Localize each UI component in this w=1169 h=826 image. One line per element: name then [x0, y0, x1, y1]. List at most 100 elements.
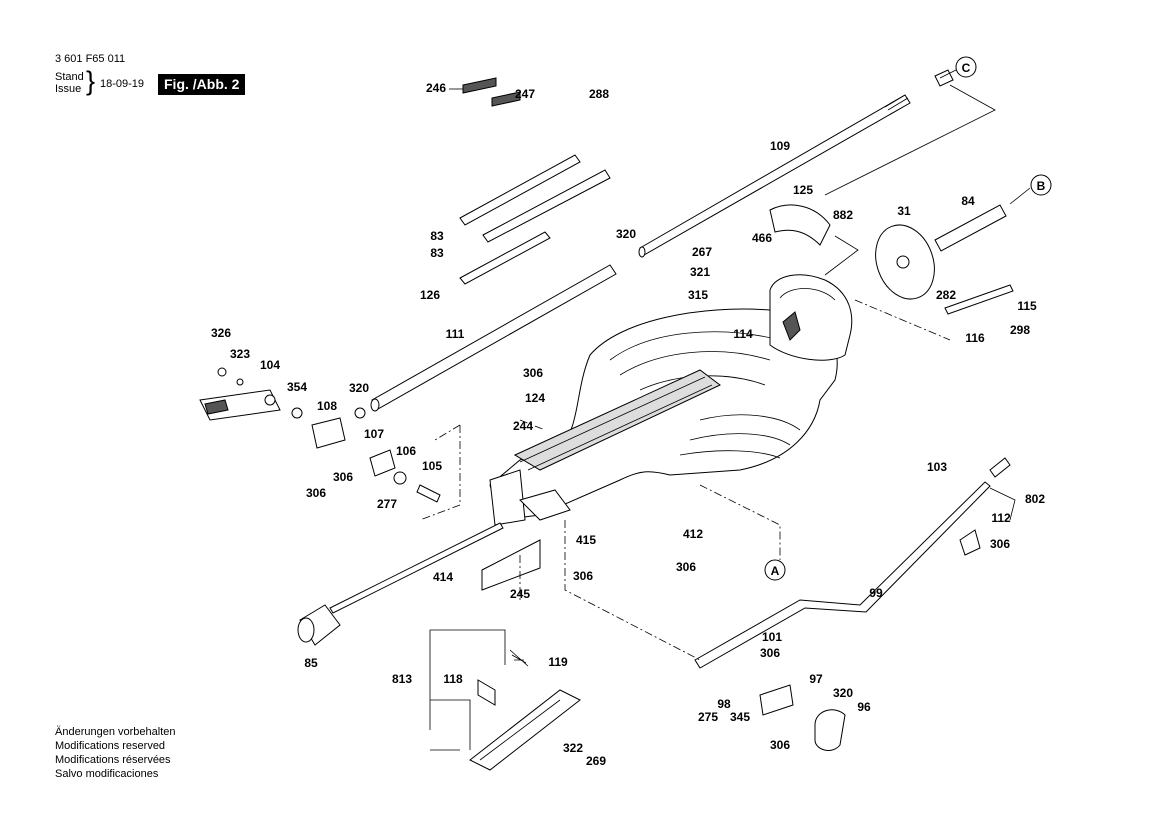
note-de: Änderungen vorbehalten — [55, 726, 176, 738]
part-label-415: 415 — [576, 533, 596, 547]
callout-a-label: A — [771, 564, 780, 578]
sleeve-c — [934, 69, 954, 87]
note-fr: Modifications réservées — [55, 754, 171, 766]
callout-c — [955, 56, 977, 78]
part-label-115: 115 — [1017, 299, 1037, 313]
part-label-282: 282 — [936, 288, 956, 302]
part-label-109: 109 — [770, 139, 790, 153]
part-label-322: 322 — [563, 741, 583, 755]
rod-414 — [329, 522, 504, 614]
callout-b — [1030, 174, 1052, 196]
rail-rod-109 — [638, 94, 911, 258]
part-label-125: 125 — [793, 183, 813, 197]
part-label-802: 802 — [1025, 492, 1045, 506]
washer-320 — [354, 407, 366, 419]
bracket-112 — [959, 529, 981, 556]
spring-119 — [509, 649, 529, 667]
washer-323 — [236, 378, 244, 386]
part-label-245: 245 — [510, 587, 530, 601]
clamp-108 — [311, 417, 346, 449]
part-label-306: 306 — [306, 486, 326, 500]
part-label-267: 267 — [692, 245, 712, 259]
washer-354 — [291, 407, 303, 419]
part-label-31: 31 — [897, 204, 911, 218]
part-label-116: 116 — [965, 331, 985, 345]
part-label-103: 103 — [927, 460, 947, 474]
part-label-83: 83 — [430, 246, 444, 260]
part-label-306: 306 — [676, 560, 696, 574]
part-label-306: 306 — [990, 537, 1010, 551]
scale-125 — [769, 204, 831, 246]
label-247 — [491, 91, 521, 107]
part-label-119: 119 — [548, 655, 568, 669]
part-label-111: 111 — [446, 327, 465, 341]
figure-badge: Fig. /Abb. 2 — [158, 74, 246, 95]
part-label-813: 813 — [392, 672, 412, 686]
callout-b-label: B — [1037, 179, 1046, 193]
part-label-101: 101 — [762, 630, 782, 644]
base-assembly — [489, 274, 853, 526]
part-label-275: 275 — [698, 710, 718, 724]
shaft-84 — [934, 204, 1007, 252]
part-label-244: 244 — [513, 419, 533, 433]
note-en: Modifications reserved — [55, 740, 166, 752]
brace-glyph: } — [86, 66, 96, 96]
plate-126 — [459, 231, 551, 285]
part-label-118: 118 — [443, 672, 463, 686]
part-label-104: 104 — [260, 358, 280, 372]
part-label-126: 126 — [420, 288, 440, 302]
part-label-298: 298 — [1010, 323, 1030, 337]
bracket-97 — [759, 684, 794, 716]
nut-326 — [217, 367, 227, 377]
rail-rod-111 — [370, 264, 617, 412]
part-label-321: 321 — [690, 265, 710, 279]
part-label-288: 288 — [589, 87, 609, 101]
part-label-320: 320 — [349, 381, 369, 395]
part-label-306: 306 — [760, 646, 780, 660]
callout-c-label: C — [962, 61, 971, 75]
part-label-83: 83 — [430, 229, 444, 243]
issue-label: Issue — [55, 83, 82, 95]
part-label-112: 112 — [991, 511, 1011, 525]
handle-assembly-813 — [469, 689, 581, 771]
part-label-85: 85 — [304, 656, 318, 670]
part-label-269: 269 — [586, 754, 606, 768]
stand-label: Stand — [55, 71, 84, 83]
modification-notes: Änderungen vorbehalten Modifications res… — [55, 725, 175, 781]
pin-115 — [944, 284, 1014, 315]
part-label-277: 277 — [377, 497, 397, 511]
issue-date: 18-09-19 — [100, 78, 145, 90]
part-label-107: 107 — [364, 427, 384, 441]
note-es: Salvo modificaciones — [55, 768, 159, 780]
clamp-107 — [369, 449, 396, 477]
nut-106 — [393, 471, 407, 485]
part-label-412: 412 — [683, 527, 703, 541]
part-label-306: 306 — [523, 366, 543, 380]
part-label-354: 354 — [287, 380, 307, 394]
bracket-118 — [477, 679, 496, 706]
part-label-315: 315 — [688, 288, 708, 302]
cover-245 — [481, 539, 541, 591]
part-label-114: 114 — [733, 327, 753, 341]
part-label-84: 84 — [961, 194, 975, 208]
plate-83-upper — [459, 154, 581, 226]
part-label-414: 414 — [433, 570, 453, 584]
document-number: 3 601 F65 011 — [55, 53, 126, 65]
part-label-345: 345 — [730, 710, 750, 724]
callout-a — [764, 559, 786, 581]
part-label-320: 320 — [833, 686, 853, 700]
part-label-105: 105 — [422, 459, 442, 473]
rod-99 — [694, 481, 991, 669]
part-label-97: 97 — [809, 672, 823, 686]
disk-31 — [875, 224, 935, 300]
part-label-466: 466 — [752, 231, 772, 245]
lever-104 — [199, 389, 281, 421]
part-label-246: 246 — [426, 81, 446, 95]
knob-96 — [814, 709, 846, 751]
plug-103 — [989, 457, 1011, 478]
part-label-108: 108 — [317, 399, 337, 413]
part-label-320: 320 — [616, 227, 636, 241]
part-label-326: 326 — [211, 326, 231, 340]
pin-105 — [416, 484, 441, 503]
